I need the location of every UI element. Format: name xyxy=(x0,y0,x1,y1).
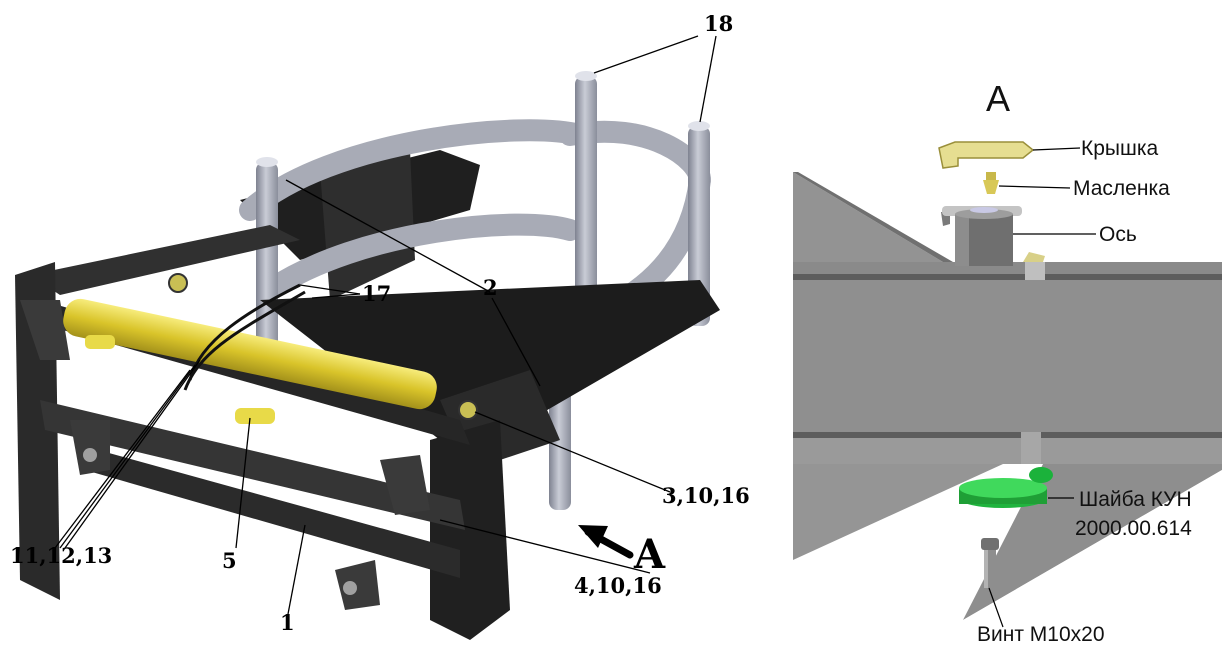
callout-3-10-16: 3,10,16 xyxy=(662,483,750,508)
oiler-part xyxy=(983,172,999,194)
label-washer-line2: 2000.00.614 xyxy=(1075,517,1192,540)
label-washer-line1: Шайба КУН xyxy=(1079,488,1192,511)
detail-view-a: A Крышка Масленка Ось Шайба КУН 2000.00.… xyxy=(793,0,1222,652)
label-cover: Крышка xyxy=(1081,137,1159,160)
detail-title: A xyxy=(986,78,1010,119)
callout-5: 5 xyxy=(222,548,237,573)
callout-18: 18 xyxy=(704,11,733,36)
callout-17: 17 xyxy=(362,281,391,306)
callout-1: 1 xyxy=(280,610,295,635)
callout-11-12-13: 11,12,13 xyxy=(10,543,112,568)
grease-fittings xyxy=(168,273,478,420)
label-screw: Винт М10х20 xyxy=(977,623,1105,646)
screw-part xyxy=(981,538,999,588)
label-axle: Ось xyxy=(1099,223,1137,246)
cover-part xyxy=(938,141,1035,169)
detail-frame-geometry xyxy=(793,172,1222,652)
view-arrow-label: A xyxy=(633,531,666,578)
leader-lines xyxy=(54,35,717,615)
detail-leaders xyxy=(988,147,1096,628)
callout-4-10-16: 4,10,16 xyxy=(574,573,662,598)
label-oiler: Масленка xyxy=(1073,177,1170,200)
main-assembly-view: 18 17 2 3,10,16 11,12,13 5 1 4,10,16 A xyxy=(10,11,750,640)
axle-part xyxy=(941,206,1045,266)
washer-part xyxy=(959,467,1053,508)
callout-2: 2 xyxy=(483,275,498,300)
hydraulic-cylinder xyxy=(63,298,437,424)
view-arrow xyxy=(578,525,634,559)
